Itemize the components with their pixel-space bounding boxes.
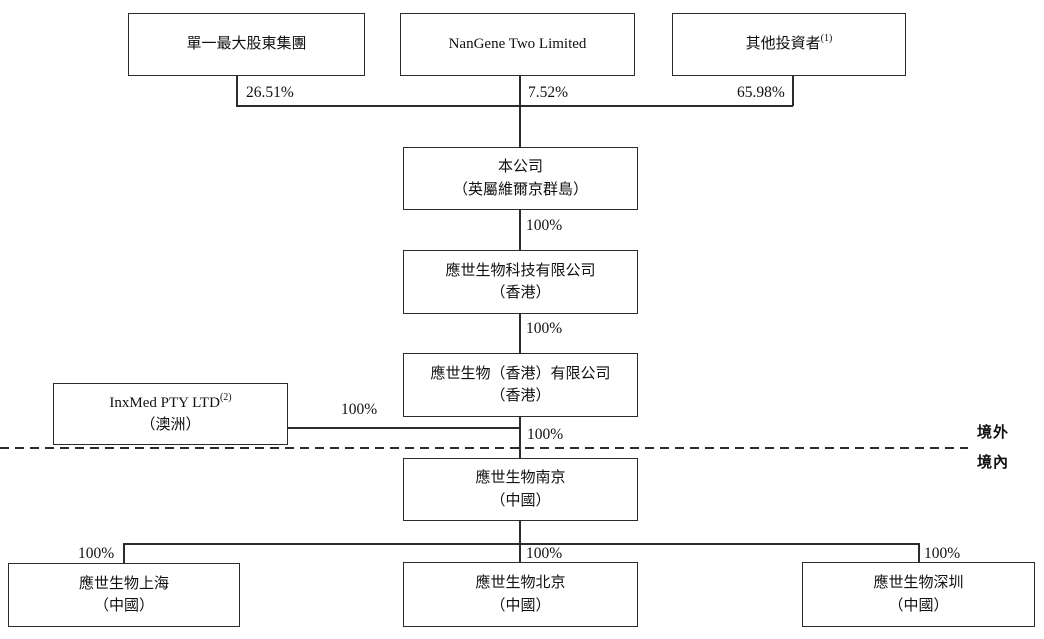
node-company: 本公司 （英屬維爾京群島） [403, 147, 638, 210]
pct-company-to-hk-tech: 100% [526, 217, 563, 234]
node-other-investors-footnote: (1) [820, 33, 833, 45]
node-inxmed-line: InxMed PTY LTD(2) [109, 392, 231, 415]
connector-nanjing-down [519, 521, 521, 543]
pct-other-investors: 65.98% [737, 84, 785, 101]
node-other-investors: 其他投資者(1) [672, 13, 906, 76]
node-company-location: （英屬維爾京群島） [452, 181, 588, 198]
connector-nangene-stub [519, 76, 521, 106]
node-hk-co: 應世生物（香港）有限公司 （香港） [403, 353, 638, 417]
connector-top-gather-line [236, 105, 793, 107]
onshore-offshore-divider [0, 447, 968, 449]
connector-drop-beijing [519, 543, 521, 562]
node-shanghai-name: 應世生物上海 [78, 575, 169, 592]
node-beijing-name: 應世生物北京 [475, 575, 566, 591]
node-shenzhen-name: 應世生物深圳 [873, 575, 964, 591]
pct-nanjing-to-shenzhen: 100% [924, 545, 961, 562]
node-beijing: 應世生物北京 （中國） [403, 562, 638, 627]
connector-drop-shenzhen [918, 543, 920, 562]
connector-hk-tech-to-hk-co [519, 314, 521, 353]
node-nanjing-name: 應世生物南京 [475, 470, 566, 486]
node-largest-shareholder-name: 單一最大股東集團 [186, 36, 307, 53]
region-label-offshore: 境外 [977, 425, 1010, 441]
pct-largest-shareholder: 26.51% [246, 84, 294, 101]
pct-hk-co-to-inxmed: 100% [341, 401, 378, 418]
node-nanjing: 應世生物南京 （中國） [403, 458, 638, 521]
node-largest-shareholder: 單一最大股東集團 [128, 13, 365, 76]
connector-company-to-hk-tech [519, 210, 521, 250]
pct-nangene: 7.52% [528, 84, 569, 101]
node-nanjing-location: （中國） [490, 492, 551, 509]
connector-bottom-branch-line [123, 543, 918, 545]
node-other-investors-line: 其他投資者(1) [746, 33, 833, 56]
connector-to-company [519, 105, 521, 147]
pct-nanjing-to-beijing: 100% [526, 545, 563, 562]
node-hk-tech-name: 應世生物科技有限公司 [445, 262, 596, 279]
pct-hk-tech-to-hk-co: 100% [526, 320, 563, 337]
connector-largest-shareholder-stub [236, 76, 238, 106]
node-beijing-location: （中國） [490, 597, 551, 614]
node-nangene: NanGene Two Limited [400, 13, 635, 76]
node-inxmed-footnote: (2) [219, 391, 232, 403]
node-company-name: 本公司 [497, 159, 543, 175]
connector-drop-shanghai [123, 543, 125, 563]
node-hk-co-location: （香港） [490, 388, 551, 404]
region-label-onshore: 境內 [977, 455, 1010, 471]
node-hk-co-name: 應世生物（香港）有限公司 [430, 365, 611, 382]
node-inxmed-location: （澳洲） [140, 417, 201, 433]
node-shenzhen: 應世生物深圳 （中國） [802, 562, 1035, 627]
pct-hk-co-to-nanjing: 100% [527, 426, 564, 443]
node-nangene-name: NanGene Two Limited [448, 36, 587, 53]
node-shenzhen-location: （中國） [888, 597, 949, 614]
pct-nanjing-to-shanghai: 100% [78, 545, 115, 562]
node-inxmed: InxMed PTY LTD(2) （澳洲） [53, 383, 288, 445]
node-inxmed-name: InxMed PTY LTD [109, 394, 220, 411]
node-shanghai: 應世生物上海 （中國） [8, 563, 240, 627]
node-shanghai-location: （中國） [93, 598, 154, 614]
connector-hk-co-to-inxmed [288, 427, 519, 429]
node-other-investors-name: 其他投資者 [745, 36, 821, 53]
connector-hk-co-to-nanjing [519, 417, 521, 458]
connector-other-investors-stub [792, 76, 794, 106]
node-hk-tech: 應世生物科技有限公司 （香港） [403, 250, 638, 314]
node-hk-tech-location: （香港） [490, 285, 551, 301]
